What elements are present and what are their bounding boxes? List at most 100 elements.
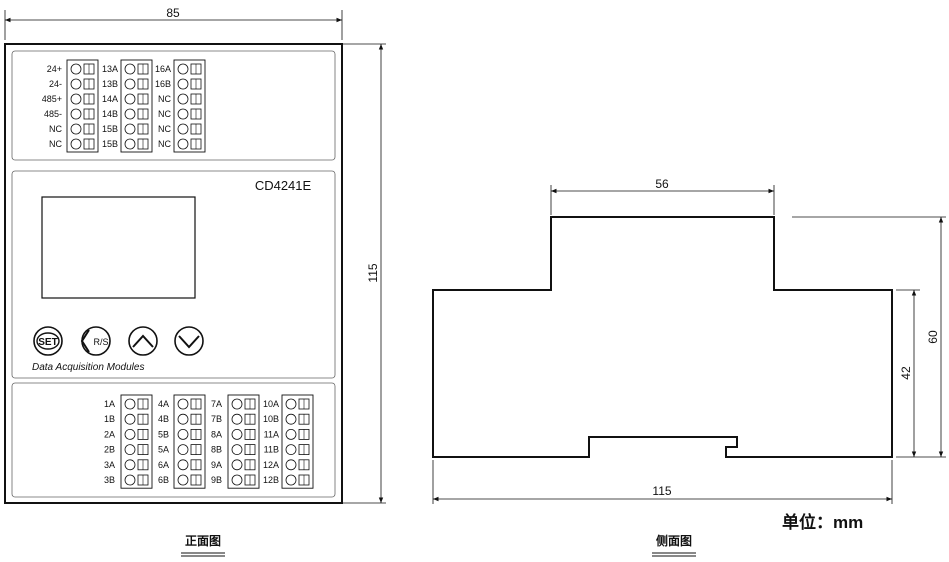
terminal-label: 24+ bbox=[47, 64, 62, 74]
terminal-screw bbox=[177, 459, 189, 471]
front-height-dimension: 115 bbox=[343, 43, 386, 504]
terminal-label: 7A bbox=[211, 399, 222, 409]
terminal-screw bbox=[231, 444, 243, 456]
terminal-label: 15B bbox=[102, 139, 118, 149]
side-top-width-dimension: 56 bbox=[550, 177, 775, 215]
side-height-dimension: 60 bbox=[792, 216, 946, 458]
terminal-label: 14B bbox=[102, 109, 118, 119]
terminal-label: 24- bbox=[49, 79, 62, 89]
front-width-dimension: 85 bbox=[4, 6, 343, 40]
terminal-label: 8B bbox=[211, 445, 222, 455]
bottom-terminal-block: 10A 10B 11A 11B 12A 12B bbox=[263, 394, 314, 489]
terminal-screw bbox=[70, 138, 82, 150]
terminal-label: 16B bbox=[155, 79, 171, 89]
terminal-screw bbox=[285, 428, 297, 440]
terminal-label: 9A bbox=[211, 460, 222, 470]
terminal-screw bbox=[124, 108, 136, 120]
set-button[interactable]: SET bbox=[33, 326, 63, 356]
unit-label: 单位：mm bbox=[782, 512, 863, 532]
side-base-width-label: 115 bbox=[652, 484, 671, 498]
front-height-label: 115 bbox=[366, 263, 380, 282]
top-terminal-block: 16A 16B NC NC NC NC bbox=[155, 59, 206, 153]
terminal-screw bbox=[177, 428, 189, 440]
set-button-label: SET bbox=[38, 337, 57, 348]
model-label: CD4241E bbox=[255, 178, 312, 193]
terminal-label: 14A bbox=[102, 94, 118, 104]
terminal-screw bbox=[124, 78, 136, 90]
front-view: 85 115 24+24-485+485-NCNC13A13B14A14B15B… bbox=[4, 6, 386, 557]
terminal-label: NC bbox=[158, 94, 171, 104]
side-top-width-label: 56 bbox=[655, 177, 669, 191]
terminal-screw bbox=[231, 413, 243, 425]
terminal-screw bbox=[124, 398, 136, 410]
terminal-screw bbox=[285, 413, 297, 425]
terminal-label: NC bbox=[49, 139, 62, 149]
chevron-up-icon bbox=[132, 334, 154, 348]
terminal-label: 11B bbox=[264, 445, 279, 455]
top-terminal-blocks: 24+24-485+485-NCNC13A13B14A14B15B15B16A1… bbox=[42, 59, 206, 153]
terminal-label: 12A bbox=[263, 460, 279, 470]
terminal-screw bbox=[124, 474, 136, 486]
terminal-screw bbox=[285, 459, 297, 471]
terminal-label: 4A bbox=[158, 399, 169, 409]
terminal-screw bbox=[177, 474, 189, 486]
terminal-screw bbox=[124, 138, 136, 150]
terminal-label: 3B bbox=[104, 475, 115, 485]
terminal-label: 16A bbox=[155, 64, 171, 74]
terminal-screw bbox=[70, 93, 82, 105]
terminal-label: 15B bbox=[102, 124, 118, 134]
terminal-label: 7B bbox=[211, 414, 222, 424]
terminal-screw bbox=[124, 428, 136, 440]
set-icon bbox=[36, 332, 60, 350]
rs-button[interactable]: R/S bbox=[80, 326, 111, 356]
terminal-screw bbox=[124, 93, 136, 105]
terminal-screw bbox=[70, 108, 82, 120]
side-view: 56 115 60 42 单位：mm 侧面图 bbox=[432, 177, 946, 557]
chevron-down-icon bbox=[178, 335, 200, 349]
bottom-terminal-blocks: 1A1B2A2B3A3B4A4B5B5A6A6B7A7B8A8B9A9B10A1… bbox=[104, 394, 314, 489]
terminal-screw bbox=[177, 398, 189, 410]
terminal-label: 1A bbox=[104, 399, 115, 409]
terminal-label: 4B bbox=[158, 414, 169, 424]
up-button[interactable] bbox=[128, 326, 158, 356]
terminal-screw bbox=[70, 123, 82, 135]
terminal-label: 10A bbox=[263, 399, 279, 409]
terminal-label: 10B bbox=[263, 414, 279, 424]
terminal-label: 6A bbox=[158, 460, 169, 470]
terminal-screw bbox=[124, 459, 136, 471]
rs-button-label: R/S bbox=[93, 337, 108, 347]
terminal-label: 3A bbox=[104, 460, 115, 470]
terminal-screw bbox=[124, 413, 136, 425]
down-button[interactable] bbox=[174, 326, 204, 356]
terminal-screw bbox=[177, 63, 189, 75]
terminal-label: 12B bbox=[263, 475, 279, 485]
terminal-screw bbox=[177, 78, 189, 90]
terminal-screw bbox=[285, 398, 297, 410]
side-view-caption: 侧面图 bbox=[656, 533, 692, 548]
terminal-screw bbox=[177, 138, 189, 150]
terminal-screw bbox=[177, 444, 189, 456]
terminal-screw bbox=[177, 413, 189, 425]
terminal-screw bbox=[70, 78, 82, 90]
terminal-label: 485+ bbox=[42, 94, 62, 104]
terminal-label: NC bbox=[158, 109, 171, 119]
terminal-label: NC bbox=[158, 139, 171, 149]
terminal-screw bbox=[285, 474, 297, 486]
terminal-label: NC bbox=[158, 124, 171, 134]
back-arrow-icon bbox=[80, 329, 90, 353]
side-base-width-dimension: 115 bbox=[432, 460, 893, 504]
lcd-screen bbox=[41, 196, 196, 299]
terminal-label: 2A bbox=[104, 429, 115, 439]
terminal-screw bbox=[177, 123, 189, 135]
terminal-label: 13B bbox=[102, 79, 118, 89]
terminal-label: 8A bbox=[211, 429, 222, 439]
side-body-height-label: 42 bbox=[899, 366, 913, 380]
terminal-label: 5B bbox=[158, 429, 169, 439]
terminal-screw bbox=[177, 108, 189, 120]
terminal-label: 485- bbox=[44, 109, 62, 119]
terminal-label: 11A bbox=[264, 429, 279, 439]
